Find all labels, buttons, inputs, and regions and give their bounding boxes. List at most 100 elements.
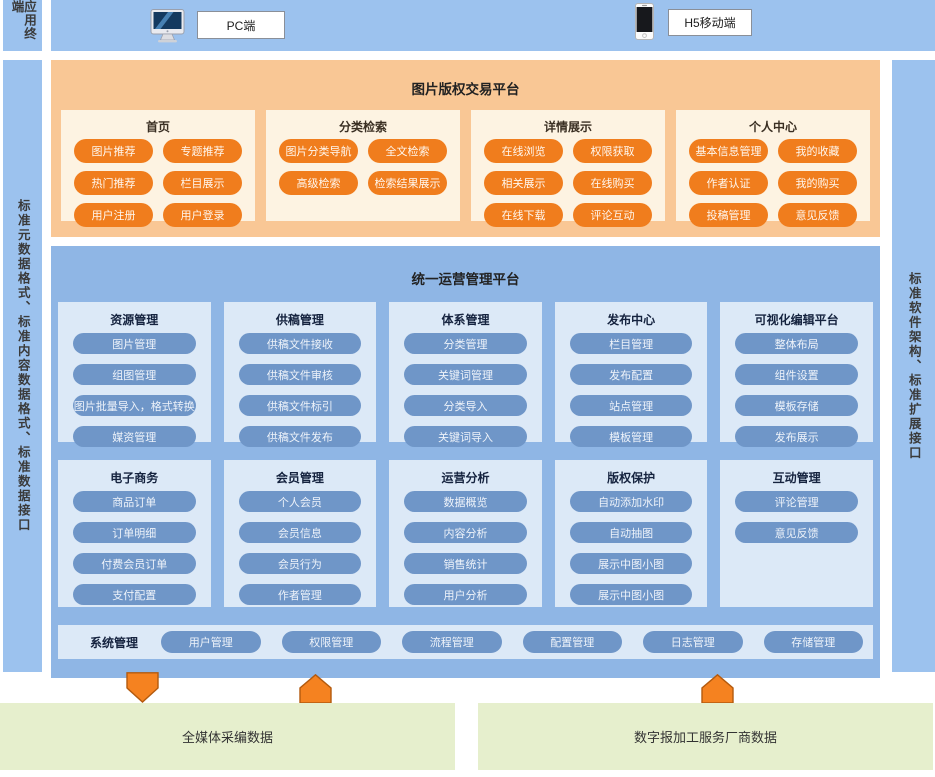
- ops-pill: 展示中图小图: [569, 584, 693, 605]
- module-pill: 作者认证: [689, 171, 768, 195]
- module-pill: 投稿管理: [689, 203, 768, 227]
- ops-pill: 供稿文件标引: [238, 395, 362, 416]
- ops-pill: 图片管理: [73, 333, 196, 354]
- ops-pill: 销售统计: [404, 553, 527, 574]
- trade-platform-title: 图片版权交易平台: [411, 82, 520, 97]
- ops-pill: 供稿文件发布: [238, 426, 362, 447]
- ops-pill: 组件设置: [735, 364, 858, 385]
- ops-pill: 发布配置: [569, 364, 693, 385]
- ops-pill: 订单明细: [73, 522, 196, 543]
- module-pill: 检索结果展示: [368, 171, 447, 195]
- ops-pill: 图片批量导入，格式转换: [73, 395, 196, 416]
- ops-pill-stack: 自动添加水印自动抽图展示中图小图展示中图小图: [555, 491, 708, 605]
- ops-pill: 付费会员订单: [73, 553, 196, 574]
- module-group: 详情展示在线浏览权限获取相关展示在线购买在线下载评论互动: [471, 110, 665, 227]
- module-group-title: 个人中心: [748, 120, 797, 134]
- module-pill: 全文检索: [368, 139, 447, 163]
- ops-column: 互动管理评论管理意见反馈: [720, 460, 873, 607]
- ops-column: 版权保护自动添加水印自动抽图展示中图小图展示中图小图: [554, 460, 708, 607]
- flow-arrow-down-icon: [126, 672, 159, 708]
- ops-column-title: 电子商务: [110, 471, 159, 485]
- mobile-terminal-chip: H5移动端: [668, 9, 752, 36]
- ops-pill-stack: 栏目管理发布配置站点管理模板管理: [555, 333, 708, 447]
- app-terminal-rail-label: 应用终端: [9, 0, 37, 41]
- system-pill: 权限管理: [281, 631, 382, 653]
- ops-column-title: 资源管理: [110, 313, 159, 327]
- mobile-terminal-label: H5移动端: [684, 16, 736, 30]
- module-pill: 在线浏览: [484, 139, 563, 163]
- ops-pill-stack: 个人会员会员信息会员行为作者管理: [224, 491, 377, 605]
- ops-column: 会员管理个人会员会员信息会员行为作者管理: [223, 460, 377, 607]
- ops-column-title: 可视化编辑平台: [754, 313, 839, 327]
- ops-column-title: 体系管理: [441, 313, 490, 327]
- system-pill: 流程管理: [402, 631, 502, 653]
- module-pill: 高级检索: [279, 171, 358, 195]
- ops-column: 电子商务商品订单订单明细付费会员订单支付配置: [58, 460, 211, 607]
- module-pill-grid: 图片推荐专题推荐热门推荐栏目展示用户注册用户登录: [61, 137, 255, 227]
- ops-column-title: 版权保护: [607, 471, 656, 485]
- ops-pill: 站点管理: [569, 395, 693, 416]
- module-group: 首页图片推荐专题推荐热门推荐栏目展示用户注册用户登录: [61, 110, 255, 227]
- system-management-label: 系统管理: [90, 635, 139, 650]
- module-pill: 基本信息管理: [689, 139, 768, 163]
- ops-pill-stack: 图片管理组图管理图片批量导入，格式转换媒资管理: [58, 333, 211, 447]
- ops-pill: 展示中图小图: [569, 553, 693, 574]
- ops-pill: 分类管理: [404, 333, 527, 354]
- module-group-title: 详情展示: [543, 120, 592, 134]
- system-pill: 存储管理: [763, 631, 864, 653]
- ops-pill-stack: 整体布局组件设置模板存储发布展示: [720, 333, 873, 447]
- ops-column: 资源管理图片管理组图管理图片批量导入，格式转换媒资管理: [58, 302, 211, 447]
- ops-pill-stack: 供稿文件接收供稿文件审核供稿文件标引供稿文件发布: [224, 333, 377, 447]
- software-standards-rail-label: 标准软件架构、标准扩展接口: [906, 271, 921, 461]
- module-pill: 意见反馈: [778, 203, 857, 227]
- module-pill-grid: 在线浏览权限获取相关展示在线购买在线下载评论互动: [471, 137, 665, 227]
- ops-pill: 供稿文件接收: [238, 333, 362, 354]
- ops-pill: 会员行为: [238, 553, 362, 574]
- ops-pill: 商品订单: [73, 491, 196, 512]
- ops-pill: 模板存储: [735, 395, 858, 416]
- ops-pill: 媒资管理: [73, 426, 196, 447]
- ops-pill: 个人会员: [238, 491, 362, 512]
- module-group-title: 分类检索: [338, 120, 387, 134]
- ops-row: 资源管理图片管理组图管理图片批量导入，格式转换媒资管理供稿管理供稿文件接收供稿文…: [58, 302, 873, 447]
- ops-pill-stack: 数据概览内容分析销售统计用户分析: [389, 491, 542, 605]
- module-pill-grid: 图片分类导航全文检索高级检索检索结果展示: [266, 137, 460, 195]
- module-pill-grid: 基本信息管理我的收藏作者认证我的购买投稿管理意见反馈: [676, 137, 870, 227]
- ops-column: 体系管理分类管理关键词管理分类导入关键词导入: [389, 302, 542, 447]
- desktop-monitor-icon: [150, 9, 186, 49]
- ops-pill: 关键词管理: [404, 364, 527, 385]
- module-pill: 用户注册: [74, 203, 153, 227]
- pc-terminal-label: PC端: [226, 18, 256, 33]
- module-pill: 热门推荐: [74, 171, 153, 195]
- module-pill: 栏目展示: [163, 171, 242, 195]
- module-pill: 图片分类导航: [279, 139, 358, 163]
- ops-pill: 自动抽图: [569, 522, 693, 543]
- module-pill: 相关展示: [484, 171, 563, 195]
- ops-column: 供稿管理供稿文件接收供稿文件审核供稿文件标引供稿文件发布: [223, 302, 377, 447]
- terminal-band: PC端 H5移动端: [51, 0, 935, 51]
- app-terminal-rail: 应用终端: [3, 0, 42, 51]
- module-pill: 我的收藏: [778, 139, 857, 163]
- smartphone-icon: [635, 3, 654, 45]
- data-source-box: 数字报加工服务厂商数据: [478, 703, 933, 770]
- main-content: 图片版权交易平台 首页图片推荐专题推荐热门推荐栏目展示用户注册用户登录 分类检索图…: [51, 60, 880, 678]
- software-standards-rail: 标准软件架构、标准扩展接口: [892, 60, 935, 672]
- ops-pill: 整体布局: [735, 333, 858, 354]
- ops-pill: 支付配置: [73, 584, 196, 605]
- module-pill: 用户登录: [163, 203, 242, 227]
- trade-platform-section: 图片版权交易平台 首页图片推荐专题推荐热门推荐栏目展示用户注册用户登录 分类检索图…: [51, 60, 880, 237]
- ops-column-title: 会员管理: [275, 471, 324, 485]
- ops-pill: 模板管理: [569, 426, 693, 447]
- module-group: 个人中心基本信息管理我的收藏作者认证我的购买投稿管理意见反馈: [676, 110, 870, 227]
- ops-pill: 用户分析: [404, 584, 527, 605]
- ops-pill: 会员信息: [238, 522, 362, 543]
- ops-pill-stack: 评论管理意见反馈: [720, 491, 873, 543]
- ops-pill-stack: 分类管理关键词管理分类导入关键词导入: [389, 333, 542, 447]
- ops-column: 发布中心栏目管理发布配置站点管理模板管理: [554, 302, 708, 447]
- ops-pill: 评论管理: [735, 491, 858, 512]
- module-group-title: 首页: [145, 120, 170, 134]
- ops-pill: 发布展示: [735, 426, 858, 447]
- trade-platform-groups: 首页图片推荐专题推荐热门推荐栏目展示用户注册用户登录 分类检索图片分类导航全文检索…: [61, 110, 870, 227]
- system-pill: 用户管理: [161, 631, 261, 653]
- ops-pill: 作者管理: [238, 584, 362, 605]
